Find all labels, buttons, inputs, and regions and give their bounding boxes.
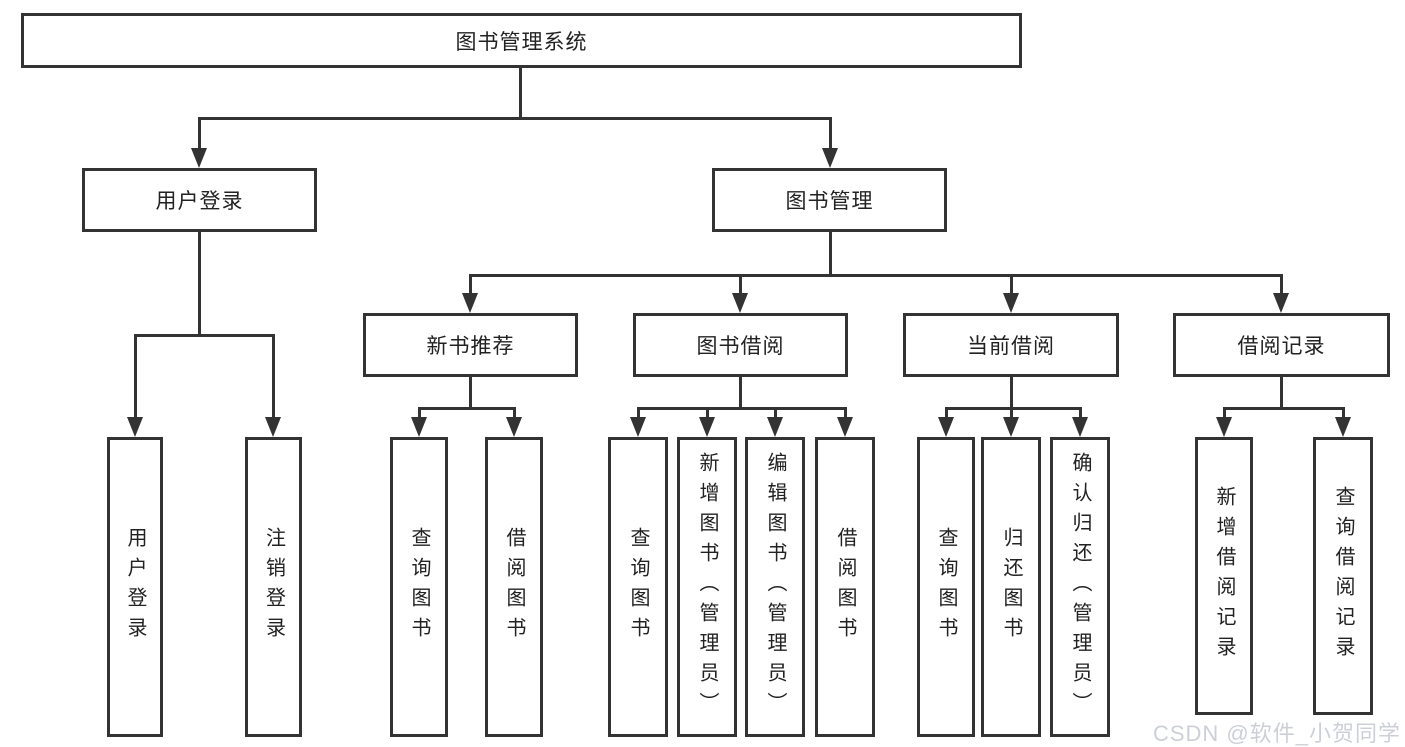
node-label: 图书管理	[785, 190, 874, 213]
leaf-records-add-record: 新增借阅记录	[1195, 437, 1253, 715]
leaf-logout: 注销登录	[245, 437, 302, 737]
connector-line	[1280, 377, 1283, 409]
arrowhead-icon	[411, 417, 427, 437]
leaf-label: 新增图书（管理员）	[696, 452, 718, 722]
arrowhead-icon	[837, 417, 853, 437]
arrowhead-icon	[462, 293, 478, 313]
connector-line	[513, 407, 516, 419]
leaf-recommend-borrow-books: 借阅图书	[485, 437, 543, 737]
arrowhead-icon	[1003, 293, 1019, 313]
arrowhead-icon	[822, 148, 838, 168]
connector-line	[198, 232, 201, 336]
leaf-current-query-books: 查询图书	[917, 437, 975, 737]
arrowhead-icon	[630, 417, 646, 437]
leaf-label: 归还图书	[1000, 527, 1022, 647]
connector-line	[198, 117, 832, 120]
arrowhead-icon	[265, 417, 281, 437]
connector-line	[637, 407, 640, 419]
leaf-borrow-borrow-books: 借阅图书	[815, 437, 875, 737]
connector-line	[134, 334, 137, 418]
connector-line	[844, 407, 847, 419]
connector-line	[1010, 274, 1013, 295]
arrowhead-icon	[191, 148, 207, 168]
node-label: 新书推荐	[426, 335, 515, 358]
connector-line	[945, 407, 948, 419]
leaf-label: 查询图书	[408, 527, 430, 647]
connector-line	[829, 232, 832, 276]
arrowhead-icon	[127, 417, 143, 437]
leaf-label: 借阅图书	[503, 527, 525, 647]
connector-line	[739, 274, 742, 295]
leaf-current-confirm-return-admin: 确认归还（管理员）	[1050, 437, 1110, 737]
connector-line	[1010, 407, 1013, 419]
connector-line	[774, 407, 777, 419]
connector-line	[198, 117, 201, 150]
connector-line	[272, 334, 275, 418]
node-label: 用户登录	[155, 190, 244, 213]
connector-line	[418, 407, 421, 419]
connector-line	[1079, 407, 1082, 419]
arrowhead-icon	[732, 293, 748, 313]
arrowhead-icon	[1335, 417, 1351, 437]
connector-line	[134, 334, 275, 337]
node-new-book-recommend: 新书推荐	[363, 313, 578, 377]
connector-line	[945, 407, 1082, 410]
connector-line	[1280, 274, 1283, 295]
node-root: 图书管理系统	[21, 13, 1022, 68]
leaf-records-query-record: 查询借阅记录	[1313, 437, 1373, 715]
arrowhead-icon	[1003, 417, 1019, 437]
connector-line	[1223, 407, 1345, 410]
arrowhead-icon	[1072, 417, 1088, 437]
leaf-current-return-books: 归还图书	[981, 437, 1041, 737]
connector-line	[469, 274, 1283, 277]
node-current-borrow: 当前借阅	[903, 313, 1119, 377]
leaf-label: 查询图书	[627, 527, 649, 647]
leaf-label: 借阅图书	[834, 527, 856, 647]
node-root-label: 图书管理系统	[455, 30, 588, 54]
leaf-borrow-add-books-admin: 新增图书（管理员）	[677, 437, 737, 737]
connector-line	[418, 407, 516, 410]
leaf-recommend-query-books: 查询图书	[390, 437, 448, 737]
connector-line	[1342, 407, 1345, 419]
node-label: 图书借阅	[696, 335, 785, 358]
node-borrow-records: 借阅记录	[1173, 313, 1390, 377]
leaf-label: 用户登录	[124, 527, 146, 647]
connector-line	[1010, 377, 1013, 409]
arrowhead-icon	[699, 417, 715, 437]
node-book-management: 图书管理	[712, 168, 947, 232]
arrowhead-icon	[1273, 293, 1289, 313]
connector-line	[739, 377, 742, 409]
leaf-label: 查询借阅记录	[1332, 486, 1354, 666]
connector-line	[469, 274, 472, 295]
leaf-label: 确认归还（管理员）	[1069, 452, 1091, 722]
connector-line	[469, 377, 472, 409]
arrowhead-icon	[767, 417, 783, 437]
leaf-borrow-edit-books-admin: 编辑图书（管理员）	[745, 437, 805, 737]
leaf-label: 新增借阅记录	[1213, 486, 1235, 666]
node-user-login: 用户登录	[82, 168, 317, 232]
leaf-borrow-query-books: 查询图书	[608, 437, 668, 737]
node-label: 借阅记录	[1237, 335, 1326, 358]
connector-line	[706, 407, 709, 419]
connector-line	[1223, 407, 1226, 419]
leaf-user-login: 用户登录	[107, 437, 163, 737]
leaf-label: 注销登录	[262, 527, 285, 647]
node-label: 当前借阅	[967, 335, 1055, 358]
csdn-watermark: CSDN @软件_小贺同学	[1152, 721, 1401, 746]
arrowhead-icon	[506, 417, 522, 437]
leaf-label: 编辑图书（管理员）	[764, 452, 786, 722]
leaf-label: 查询图书	[935, 527, 957, 647]
connector-line	[829, 117, 832, 150]
node-book-borrow: 图书借阅	[633, 313, 848, 377]
arrowhead-icon	[938, 417, 954, 437]
arrowhead-icon	[1216, 417, 1232, 437]
connector-line	[519, 68, 522, 118]
connector-line	[637, 407, 847, 410]
